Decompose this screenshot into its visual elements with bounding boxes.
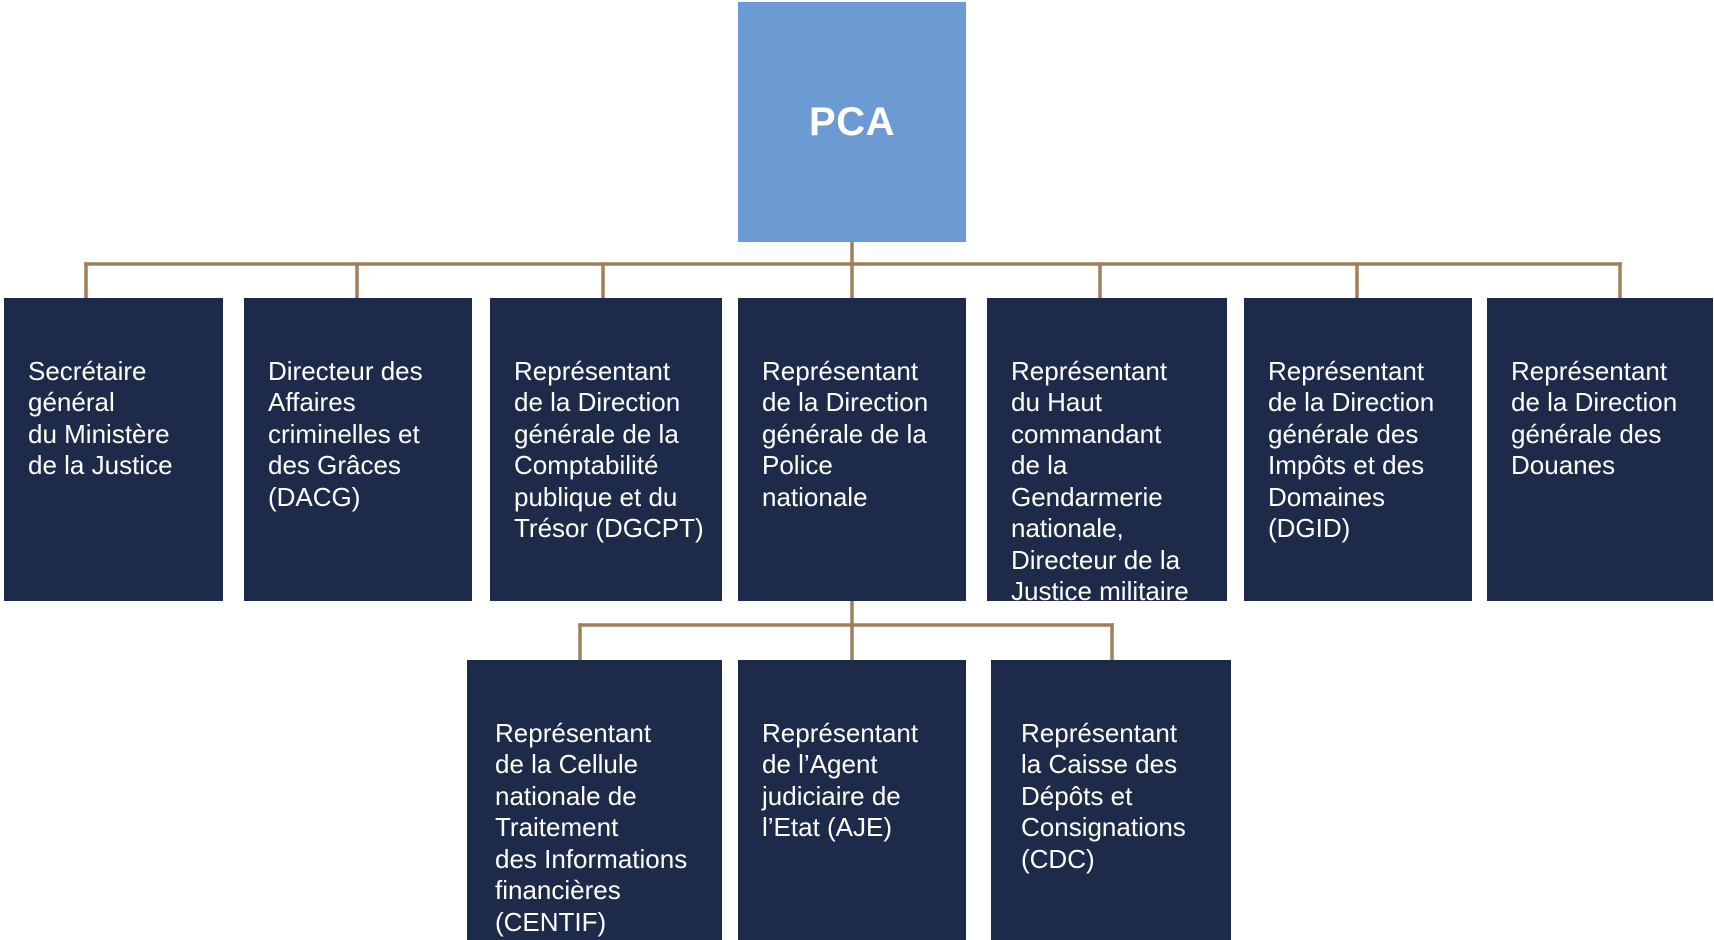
member-box-police-nationale: Représentant de la Direction générale de… [738, 298, 966, 601]
pca-box: PCA [738, 2, 966, 242]
member-label: Représentant de la Direction générale de… [1268, 355, 1435, 544]
sub-member-box-centif: Représentant de la Cellule nationale de … [467, 660, 722, 940]
pca-label: PCA [809, 99, 895, 144]
member-box-dgid: Représentant de la Direction générale de… [1244, 298, 1472, 601]
sub-member-label: Représentant de la Cellule nationale de … [495, 717, 688, 937]
sub-member-box-cdc: Représentant la Caisse des Dépôts et Con… [991, 660, 1231, 940]
member-box-gendarmerie: Représentant du Haut commandant de la Ge… [987, 298, 1227, 606]
sub-member-box-aje: Représentant de l’Agent judiciaire de l’… [738, 660, 966, 940]
sub-member-label: Représentant la Caisse des Dépôts et Con… [1021, 717, 1186, 874]
member-box-secretaire-general: Secrétaire général du Ministère de la Ju… [4, 298, 223, 601]
member-label: Représentant de la Direction générale de… [514, 355, 704, 544]
member-label: Représentant du Haut commandant de la Ge… [1011, 355, 1189, 607]
member-box-douanes: Représentant de la Direction générale de… [1487, 298, 1713, 601]
member-box-dacg: Directeur des Affaires criminelles et de… [244, 298, 472, 601]
member-box-dgcpt: Représentant de la Direction générale de… [490, 298, 722, 601]
member-label: Représentant de la Direction générale de… [1511, 355, 1678, 481]
member-label: Représentant de la Direction générale de… [762, 355, 929, 512]
sub-member-label: Représentant de l’Agent judiciaire de l’… [762, 717, 919, 843]
member-label: Directeur des Affaires criminelles et de… [268, 355, 423, 512]
member-label: Secrétaire général du Ministère de la Ju… [28, 355, 173, 481]
